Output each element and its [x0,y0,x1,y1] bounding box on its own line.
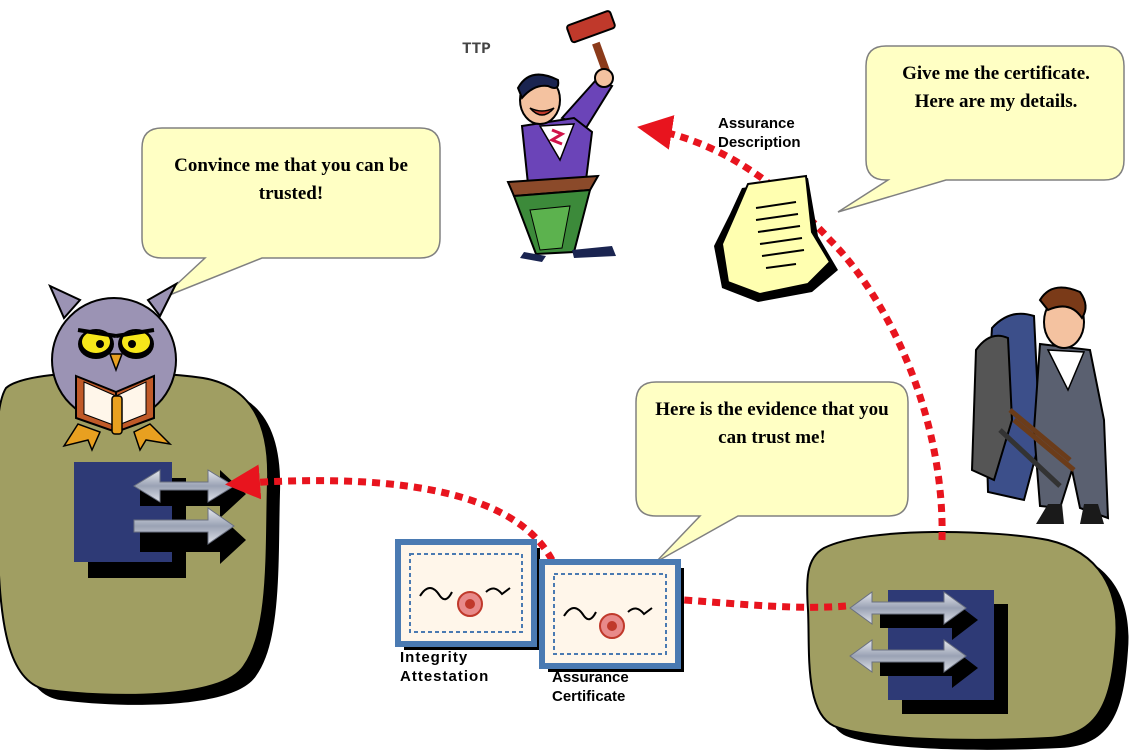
flow-to-ttp [637,115,946,541]
flow-arrows [225,115,946,611]
flow-platform-to-certificates [683,596,847,611]
assurance-description-label: Assurance Description [718,115,801,151]
owl-speech-bubble [141,127,441,299]
integrity-attestation-label: Integrity Attestation [400,649,490,685]
certificate-icon [539,559,684,672]
owl-bubble-text: Convince me that you can be trusted! [174,155,408,204]
evidence-speech-bubble [635,381,909,563]
platform-arrows-icon [74,462,246,578]
judge-with-gavel-icon [506,10,616,262]
owl-reading-icon [48,281,179,452]
platform-arrows-icon [849,590,1008,714]
person-with-coats-icon [970,286,1110,524]
right-platform [806,530,1129,750]
evidence-bubble-text: Here is the evidence that you can trust … [655,399,889,448]
certificate-icon [395,539,540,650]
ttp-label: TTP [462,40,491,58]
document-scroll-icon [714,174,838,302]
request-speech-bubble [837,45,1125,213]
request-bubble-text: Give me the certificate. Here are my det… [902,63,1090,112]
left-platform [0,371,281,705]
assurance-certificate-label: Assurance Certificate [552,669,629,705]
